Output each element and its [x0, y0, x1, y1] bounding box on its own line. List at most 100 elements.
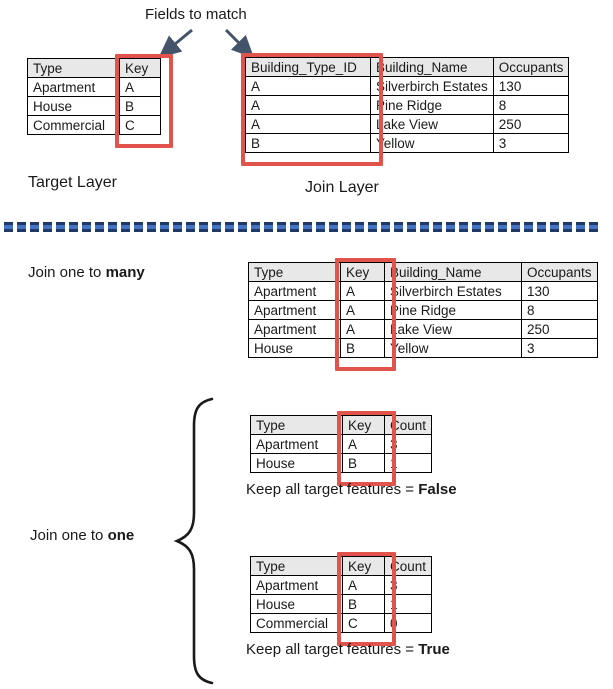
divider-dash-icon	[355, 222, 364, 232]
table-cell: 3	[492, 133, 570, 153]
caption-bold-text: False	[418, 481, 457, 498]
column-header: Type	[27, 58, 120, 78]
divider-dash-icon	[212, 222, 221, 232]
divider-dash-icon	[173, 222, 182, 232]
target-layer-label: Target Layer	[28, 174, 117, 191]
divider-dash-icon	[69, 222, 78, 232]
table-cell: 3	[383, 575, 433, 595]
table-cell: 130	[492, 76, 570, 96]
table-cell: B	[119, 96, 161, 116]
column-header: Type	[250, 556, 343, 576]
join-layer-label: Join Layer	[305, 179, 379, 196]
divider-dash-icon	[43, 222, 52, 232]
column-header: Building_Name	[370, 57, 494, 77]
section-divider	[4, 222, 610, 232]
divider-dash-icon	[251, 222, 260, 232]
divider-dash-icon	[407, 222, 416, 232]
keep-true-caption: Keep all target features = True	[246, 641, 450, 658]
divider-dash-icon	[147, 222, 156, 232]
table-cell: Yellow	[370, 133, 494, 153]
divider-dash-icon	[485, 222, 494, 232]
divider-dash-icon	[368, 222, 377, 232]
column-header: Building_Type_ID	[245, 57, 371, 77]
column-header: Key	[340, 262, 385, 282]
table-cell: B	[342, 594, 385, 614]
column-header: Building_Name	[384, 262, 522, 282]
fields-to-match-label: Fields to match	[145, 6, 247, 23]
divider-dash-icon	[524, 222, 533, 232]
divider-dash-icon	[277, 222, 286, 232]
divider-dash-icon	[576, 222, 585, 232]
divider-dash-icon	[316, 222, 325, 232]
column-header: Occupants	[521, 262, 598, 282]
label-bold-text: many	[105, 264, 145, 281]
left-curly-brace-icon	[173, 397, 214, 685]
table-cell: A	[340, 319, 385, 339]
table-cell: 1	[383, 594, 433, 614]
table-cell: House	[248, 338, 341, 358]
table-cell: House	[250, 453, 343, 473]
table-cell: A	[119, 77, 161, 97]
table-cell: A	[342, 434, 385, 454]
table-cell: 3	[521, 338, 598, 358]
table-cell: 3	[383, 434, 433, 454]
column-header: Type	[248, 262, 341, 282]
table-cell: A	[245, 76, 371, 96]
divider-dash-icon	[446, 222, 455, 232]
arrow-down-left-icon	[158, 28, 193, 58]
table-cell: B	[245, 133, 371, 153]
column-header: Key	[342, 556, 385, 576]
table-cell: Lake View	[370, 114, 494, 134]
divider-dash-icon	[589, 222, 598, 232]
divider-dash-icon	[511, 222, 520, 232]
table-cell: A	[340, 300, 385, 320]
table-cell: Apartment	[250, 434, 343, 454]
divider-dash-icon	[381, 222, 390, 232]
table-cell: 1	[383, 453, 433, 473]
join-one-to-many-label: Join one to many	[28, 264, 145, 281]
match-arrows	[158, 28, 255, 59]
join-one-to-one-label: Join one to one	[30, 527, 134, 544]
divider-dash-icon	[563, 222, 572, 232]
table-cell: Silverbirch Estates	[370, 76, 494, 96]
caption-bold-text: True	[418, 641, 450, 658]
table-cell: 250	[492, 114, 570, 134]
divider-dash-icon	[420, 222, 429, 232]
table-cell: 0	[383, 613, 433, 633]
label-text: Join one to	[28, 264, 106, 281]
table-cell: B	[342, 453, 385, 473]
table-cell: Apartment	[248, 319, 341, 339]
table-cell: A	[340, 281, 385, 301]
table-cell: Yellow	[384, 338, 522, 358]
divider-dash-icon	[134, 222, 143, 232]
table-cell: Apartment	[248, 300, 341, 320]
table-cell: A	[342, 575, 385, 595]
keep-false-caption: Keep all target features = False	[246, 481, 457, 498]
divider-dash-icon	[121, 222, 130, 232]
table-cell: Commercial	[27, 115, 120, 135]
caption-text: Keep all target features =	[246, 641, 419, 658]
label-text: Join one to	[30, 527, 108, 544]
divider-dash-icon	[498, 222, 507, 232]
table-cell: A	[245, 114, 371, 134]
table-cell: Apartment	[248, 281, 341, 301]
divider-dash-icon	[82, 222, 91, 232]
column-header: Occupants	[492, 57, 570, 77]
